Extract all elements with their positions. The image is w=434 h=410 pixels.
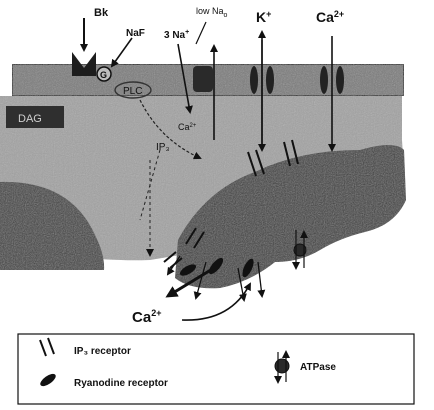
low-na-label: low Nao xyxy=(196,6,228,19)
g-protein-icon xyxy=(96,66,112,82)
plc-enzyme xyxy=(114,81,152,99)
nucleus xyxy=(0,181,105,270)
legend-box xyxy=(17,333,415,405)
k-channel-left xyxy=(250,66,258,94)
dag-label: DAG xyxy=(18,113,42,125)
na-influx-arrow xyxy=(177,43,193,114)
k-channel-right xyxy=(266,66,274,94)
ip3-label: IP₃ xyxy=(156,142,170,153)
endoplasmic-reticulum xyxy=(175,145,406,289)
legend-ryanodine-icon xyxy=(40,373,56,387)
cytoplasm xyxy=(0,96,403,261)
ca-bottom-big-arrow xyxy=(165,266,215,298)
er-atpase-icon xyxy=(293,243,307,257)
plc-to-ip3-path xyxy=(139,99,202,160)
ip3-receptors-on-er xyxy=(163,139,299,269)
legend-atpase-icon xyxy=(274,358,290,374)
three-na-label: 3 Na+ xyxy=(164,29,189,41)
bk-label: Bk xyxy=(94,7,109,19)
pump-icon xyxy=(193,66,213,92)
dag-box xyxy=(6,106,64,128)
k-label: K+ xyxy=(256,9,271,25)
ca-channel-left xyxy=(320,66,328,94)
legend-atpase-label: ATPase xyxy=(300,362,336,373)
ca-channel-right xyxy=(336,66,344,94)
naf-arrow xyxy=(110,37,133,68)
ca-top-label: Ca2+ xyxy=(316,9,344,25)
naf-label: NaF xyxy=(126,28,145,39)
ip3-diffusion xyxy=(139,149,161,255)
legend-ryanodine-label: Ryanodine receptor xyxy=(74,378,168,389)
legend-ip3-label: IP₃ receptor xyxy=(74,346,131,357)
low-na-tick xyxy=(195,21,207,45)
ca-inner-label: Ca2+ xyxy=(178,122,197,132)
plc-label: PLC xyxy=(123,86,142,97)
g-label: G xyxy=(100,70,107,80)
legend-ip3-icon xyxy=(39,337,55,357)
bk-receptor-icon xyxy=(72,52,96,76)
ca-bottom-label: Ca2+ xyxy=(132,308,161,326)
ca-uptake-curve xyxy=(181,282,251,321)
